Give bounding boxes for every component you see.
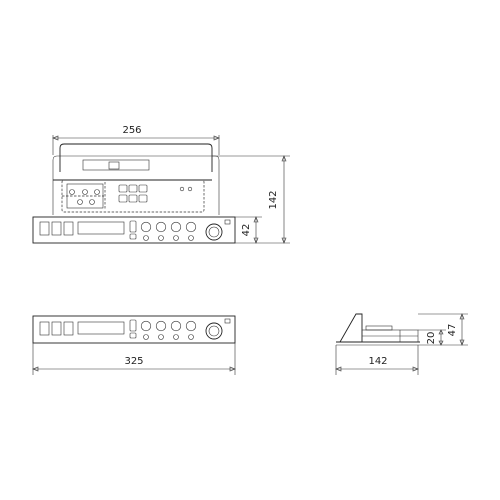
lcd-display [77,221,125,235]
dim-panel-height: 42 [241,224,252,237]
dim-side-height: 47 [447,324,458,337]
top-display-window [82,159,150,171]
front-view: 325 [32,315,236,375]
dim-side-depth: 142 [368,356,387,367]
dim-front-width: 325 [124,356,143,367]
dim-side-panel: 20 [426,332,437,345]
top-view: 256 142 42 [32,125,290,244]
side-view: 142 47 20 [335,313,468,375]
button-1 [39,221,50,236]
dim-top-height: 142 [268,190,279,209]
dim-top-width: 256 [122,125,141,136]
front-panel [32,315,236,344]
button-2 [51,221,62,236]
hidden-keypad [66,183,104,209]
top-display-marker [108,161,120,170]
top-view-front-panel [32,216,236,244]
volume-knob [205,223,223,241]
button-3 [63,221,74,236]
